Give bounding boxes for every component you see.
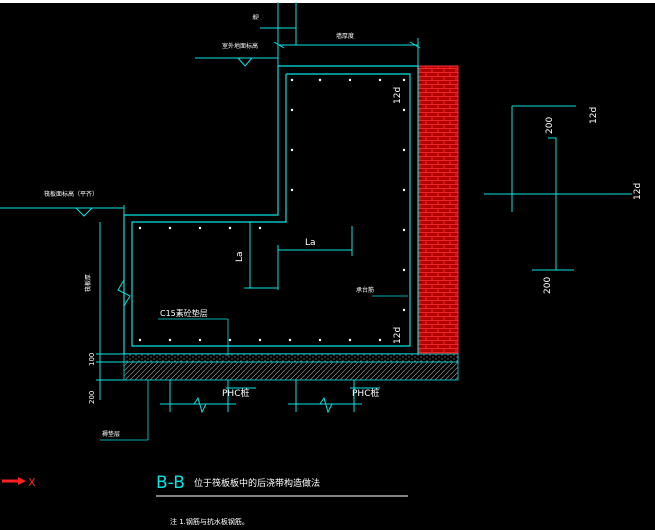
- elev-left-marker: [0, 207, 124, 217]
- cushion-leader: [100, 380, 149, 441]
- axis-x-label: X: [28, 476, 36, 489]
- dim-100-label: 100: [88, 353, 96, 366]
- brick-wall: [417, 65, 459, 355]
- cushion-label: 褥垫层: [102, 430, 120, 438]
- concrete-label: C15素砼垫层: [160, 308, 208, 318]
- section-title: B-B: [156, 473, 185, 493]
- concrete-cushion-layer: [123, 353, 459, 363]
- top-dimensions: [260, 2, 421, 66]
- elev-top-marker: [195, 57, 278, 67]
- detail-top-200-label: 200: [545, 117, 555, 134]
- elev-left-label: 筏板面标高（平齐）: [44, 190, 98, 198]
- gravel-cushion-layer: [123, 361, 459, 381]
- dim-top-small-label: 墙: [252, 14, 260, 20]
- dim-200-label: 200: [88, 391, 96, 404]
- phc-pile-2: [288, 380, 380, 414]
- la-dimensions: [244, 222, 353, 290]
- dim-12d-bottom-label: 12d: [393, 327, 403, 344]
- rebar-detail: [484, 105, 632, 271]
- detail-bottom-200-label: 200: [543, 277, 553, 294]
- left-depth-dimension: [96, 205, 131, 400]
- note-text: 注 1.钢筋与抗水板钢筋。: [170, 517, 249, 526]
- la-vertical-label: La: [235, 251, 245, 262]
- viewport-top-border: [0, 0, 655, 3]
- detail-12d-right-label: 12d: [633, 183, 643, 200]
- detail-12d-top-label: 12d: [589, 107, 599, 124]
- depth-label: 筏板厚: [84, 274, 92, 292]
- section-subtitle: 位于筏板板中的后浇带构造做法: [194, 477, 320, 489]
- concrete-leader: [158, 318, 229, 356]
- phc-pile-1: [160, 380, 256, 414]
- pile-1-label: PHC桩: [222, 387, 249, 399]
- rebar-label: 承台筋: [356, 286, 374, 294]
- dim-top-width-label: 墙厚度: [336, 32, 354, 40]
- pile-2-label: PHC桩: [352, 387, 379, 399]
- rebar-dots: [138, 78, 406, 342]
- elev-top-label: 室外地面标高: [222, 42, 258, 50]
- dim-12d-top-label: 12d: [393, 87, 403, 104]
- la-horizontal-label: La: [305, 238, 316, 248]
- ucs-x-axis-icon: [2, 477, 26, 485]
